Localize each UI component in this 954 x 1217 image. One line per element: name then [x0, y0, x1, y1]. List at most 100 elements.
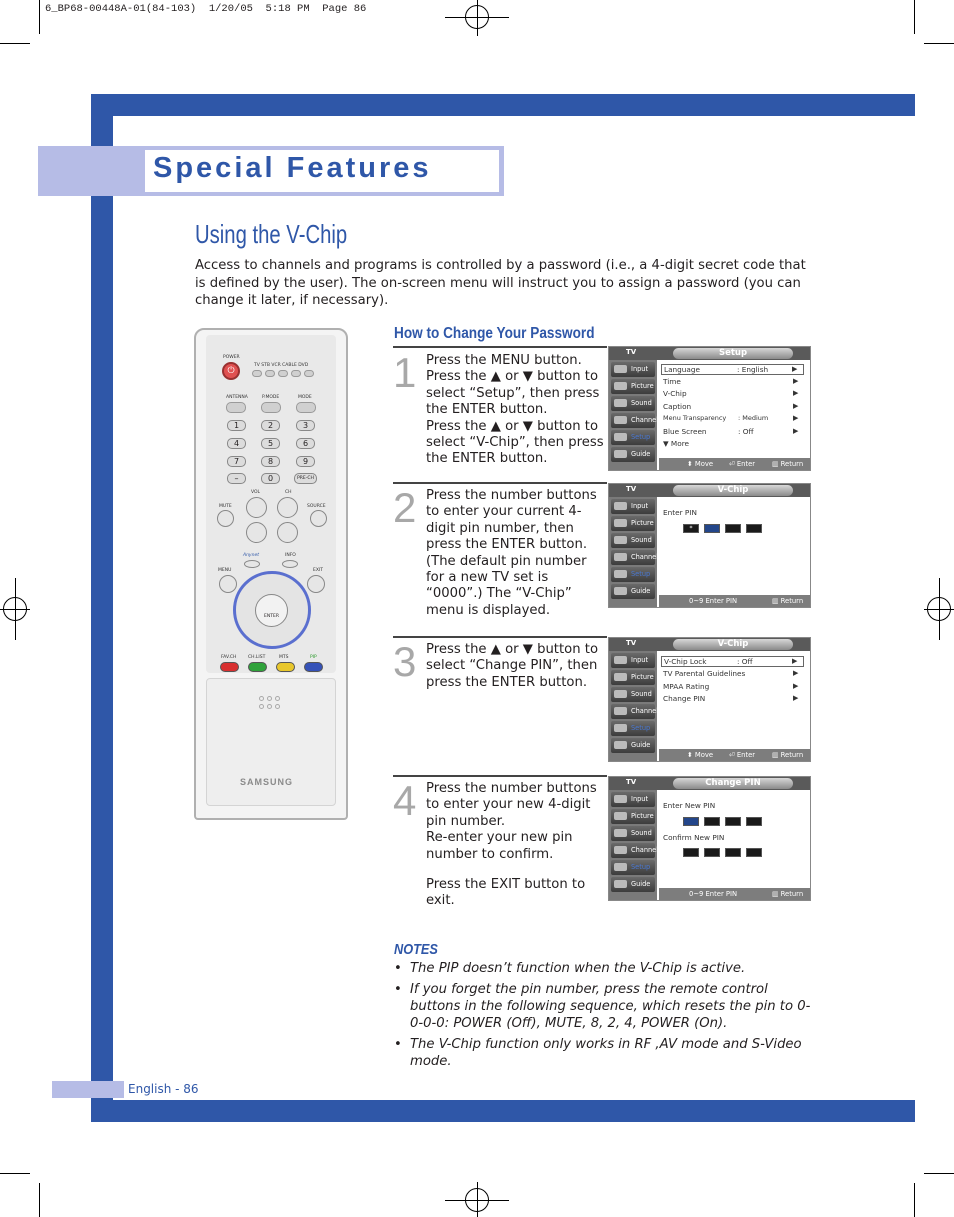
step-number: 3: [393, 638, 417, 685]
pin-digit-box: [704, 817, 720, 826]
note-text: The PIP doesn’t function when the V-Chip…: [410, 961, 746, 976]
digit-4-button[interactable]: 4: [227, 438, 246, 449]
osd-menu-sound: Sound: [611, 533, 655, 548]
step-divider: [393, 636, 607, 638]
remote-dot: [267, 704, 272, 709]
osd-menu-label: Channel: [631, 846, 659, 854]
antenna-label: ANTENNA: [226, 395, 248, 400]
enter-button[interactable]: ENTER: [255, 594, 288, 627]
osd-menu-label: Sound: [631, 399, 652, 407]
power-button[interactable]: ⏻: [222, 362, 240, 380]
picture-icon: [614, 673, 627, 681]
osd-change-pin-screen: TV Change PIN Input Picture Sound Channe…: [608, 776, 811, 901]
remote-power-label: POWER: [223, 355, 240, 360]
antenna-button[interactable]: [226, 402, 246, 413]
osd-help-label: Move: [694, 460, 714, 468]
green-button[interactable]: [248, 662, 267, 672]
digit-9-button[interactable]: 9: [296, 456, 315, 467]
source-button[interactable]: [310, 510, 327, 527]
menu-button[interactable]: [219, 575, 237, 593]
vol-down-button[interactable]: [246, 522, 267, 543]
osd-menu-label: Channel: [631, 416, 659, 424]
digit-7-button[interactable]: 7: [227, 456, 246, 467]
osd-help-enter-pin: 0~9 Enter PIN: [689, 597, 738, 605]
osd-more: ▼ More: [663, 439, 690, 448]
mode-button[interactable]: [296, 402, 316, 413]
yellow-button[interactable]: [276, 662, 295, 672]
osd-menu-guide: Guide: [611, 877, 655, 892]
dash-button[interactable]: –: [227, 473, 246, 484]
crop-mark: [0, 1173, 30, 1174]
chlist-label: CH.LIST: [248, 655, 266, 660]
digit-3-button[interactable]: 3: [296, 420, 315, 431]
step-divider: [393, 482, 607, 484]
mode-led: [291, 370, 301, 377]
osd-menu-label: Picture: [631, 519, 654, 527]
arrow-right-icon: ▶: [792, 657, 798, 665]
osd-menu-input: Input: [611, 653, 655, 668]
osd-row: Menu Transparency: Medium▶: [663, 414, 803, 422]
osd-vchip-pin-screen: TV V-Chip Input Picture Sound Channel Se…: [608, 483, 811, 608]
osd-menu-picture: Picture: [611, 670, 655, 685]
osd-row: Caption▶: [663, 402, 803, 411]
step-number: 4: [393, 777, 417, 824]
step-line: Re-enter your new pin number to confirm.: [426, 830, 573, 862]
arrow-right-icon: ▶: [793, 402, 799, 410]
osd-help-enter-pin: 0~9 Enter PIN: [689, 890, 738, 898]
input-icon: [614, 656, 627, 664]
mute-button[interactable]: [217, 510, 234, 527]
osd-menu-input: Input: [611, 362, 655, 377]
osd-row: V-Chip Lock: Off▶: [661, 656, 804, 667]
mode-label: MODE: [298, 395, 312, 400]
red-button[interactable]: [220, 662, 239, 672]
anynet-button[interactable]: [244, 560, 260, 568]
digit-8-button[interactable]: 8: [261, 456, 280, 467]
osd-menu-setup: Setup: [611, 567, 655, 582]
osd-row-label: V-Chip: [663, 389, 687, 398]
crop-mark: [924, 1173, 954, 1174]
note-text: The V-Chip function only works in RF ,AV…: [410, 1037, 802, 1069]
osd-title-bar: [673, 348, 793, 359]
osd-menu-label: Channel: [631, 553, 659, 561]
input-icon: [614, 365, 627, 373]
osd-title: V-Chip: [717, 485, 749, 495]
input-icon: [614, 502, 627, 510]
step-divider: [393, 775, 607, 777]
remote-dot: [259, 696, 264, 701]
bullet-icon: •: [394, 961, 402, 976]
osd-help-label: Return: [780, 890, 804, 898]
crop-mark: [15, 578, 16, 640]
digit-1-button[interactable]: 1: [227, 420, 246, 431]
guide-icon: [614, 741, 627, 749]
osd-content: [659, 652, 810, 748]
mode-led: [304, 370, 314, 377]
info-button[interactable]: [282, 560, 298, 568]
osd-help-bar: [659, 749, 810, 761]
blue-button[interactable]: [304, 662, 323, 672]
pin-digit-box: [725, 817, 741, 826]
ch-down-button[interactable]: [277, 522, 298, 543]
osd-menu-picture: Picture: [611, 516, 655, 531]
osd-menu-picture: Picture: [611, 379, 655, 394]
osd-help-return: ▥ Return: [772, 597, 804, 605]
digit-0-button[interactable]: 0: [261, 473, 280, 484]
osd-row-label: Time: [663, 377, 681, 386]
prech-button[interactable]: PRE-CH: [294, 473, 317, 484]
digit-6-button[interactable]: 6: [296, 438, 315, 449]
osd-row-value: : Off: [738, 427, 754, 436]
favch-label: FAV.CH: [221, 655, 237, 660]
osd-menu-label: Setup: [631, 724, 651, 732]
exit-button[interactable]: [307, 575, 325, 593]
channel-icon: [614, 846, 627, 854]
ch-up-button[interactable]: [277, 497, 298, 518]
digit-5-button[interactable]: 5: [261, 438, 280, 449]
osd-vchip-menu-screen: TV V-Chip Input Picture Sound Channel Se…: [608, 637, 811, 762]
osd-help-label: Enter: [736, 751, 756, 759]
pmode-button[interactable]: [261, 402, 281, 413]
digit-2-button[interactable]: 2: [261, 420, 280, 431]
notes-title: NOTES: [394, 941, 438, 958]
sound-icon: [614, 536, 627, 544]
osd-content: [659, 791, 810, 887]
vol-up-button[interactable]: [246, 497, 267, 518]
osd-row-label: Menu Transparency: [663, 414, 727, 422]
